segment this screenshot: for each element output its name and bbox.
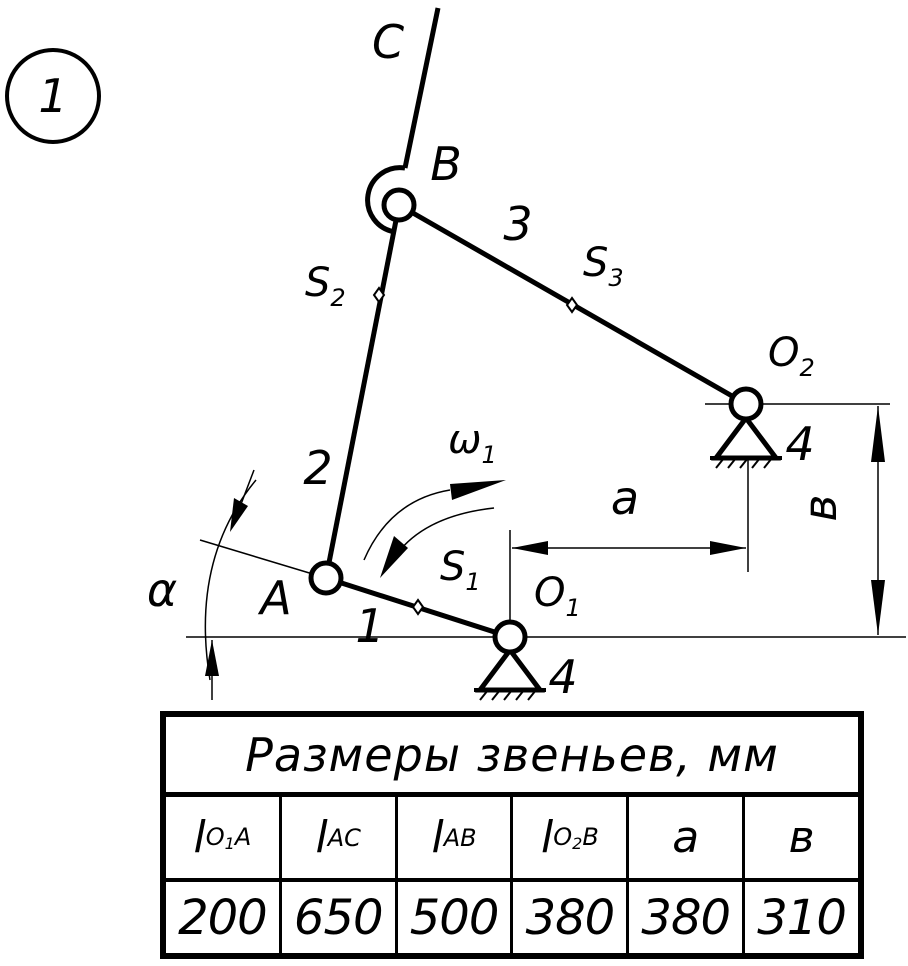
label-link-3: 3 bbox=[503, 197, 532, 251]
label-c: C bbox=[372, 15, 404, 69]
table-value-row: 200 650 500 380 380 310 bbox=[166, 882, 858, 953]
angle-alpha: α bbox=[147, 469, 327, 700]
table-title: Размеры звеньев, мм bbox=[166, 717, 858, 797]
label-ground-o1: 4 bbox=[548, 650, 577, 704]
value-b: 310 bbox=[757, 889, 847, 946]
label-s2: S2 bbox=[305, 260, 346, 312]
value-l-ac: 650 bbox=[282, 882, 398, 953]
header-b: в bbox=[788, 812, 815, 863]
value-l-o2b: 380 bbox=[513, 882, 630, 953]
s2-marker bbox=[372, 286, 386, 304]
omega-label: ω1 bbox=[448, 417, 497, 469]
label-ground-o2: 4 bbox=[785, 417, 814, 471]
value-a: 380 bbox=[629, 882, 746, 953]
figure-number: 1 bbox=[38, 69, 67, 123]
s1-marker bbox=[411, 598, 425, 616]
label-b: B bbox=[430, 137, 462, 191]
dimension-b: в bbox=[793, 406, 885, 635]
joint-a bbox=[308, 560, 344, 596]
header-a: a bbox=[629, 797, 746, 878]
link-2 bbox=[323, 204, 402, 579]
alpha-label: α bbox=[147, 563, 177, 617]
label-o1: O1 bbox=[534, 570, 581, 622]
ground-support-o1 bbox=[474, 619, 546, 701]
s3-marker bbox=[565, 296, 579, 314]
label-s1: S1 bbox=[440, 544, 481, 596]
label-link-1: 1 bbox=[355, 599, 384, 653]
value-l-ab: 500 bbox=[398, 882, 514, 953]
value-l-o1a: 200 bbox=[166, 882, 282, 953]
label-s3: S3 bbox=[583, 240, 624, 292]
dim-b-label: в bbox=[793, 494, 847, 521]
joint-b bbox=[365, 165, 417, 235]
link-2-extension bbox=[402, 7, 441, 169]
label-a: A bbox=[257, 571, 291, 625]
ground-support-o2 bbox=[710, 386, 782, 469]
figure-number-badge: 1 bbox=[5, 48, 101, 144]
label-o2: O2 bbox=[768, 330, 815, 382]
omega-arrows: ω1 bbox=[363, 417, 506, 578]
dim-a-label: a bbox=[611, 471, 639, 525]
label-link-2: 2 bbox=[303, 441, 332, 495]
dimension-a: a bbox=[512, 471, 746, 555]
